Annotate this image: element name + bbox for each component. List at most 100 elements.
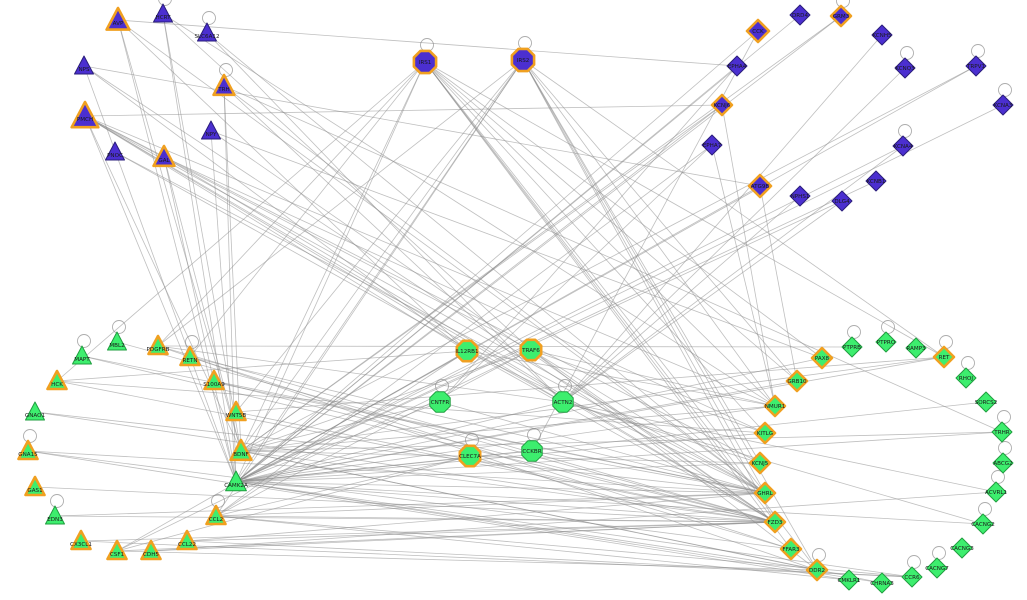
node-CX3CL1[interactable]: CX3CL1	[70, 529, 92, 551]
selfloop-KCNA3	[998, 83, 1012, 97]
node-CMKLR1[interactable]: CMKLR1	[838, 569, 861, 591]
node-TRHR[interactable]: TRHR	[991, 421, 1013, 443]
node-CCK[interactable]: CCK	[745, 18, 771, 44]
triangle-node-shape	[147, 334, 169, 356]
node-CCKBR[interactable]: CCKBR	[521, 440, 543, 462]
triangle-node-shape	[203, 369, 225, 391]
edge-IRS1-GHRL	[424, 61, 766, 494]
node-CCR6[interactable]: CCR6	[901, 566, 923, 588]
node-PMCH[interactable]: PMCH	[70, 100, 100, 129]
edge-CCL2-GHRL	[215, 492, 766, 517]
node-DRD4[interactable]: DRD4	[789, 4, 811, 26]
octagon-node-shape	[519, 338, 543, 362]
diamond-node-shape	[955, 367, 977, 389]
selfloop-MAPT	[77, 334, 91, 348]
node-CACNG2[interactable]: CACNG2	[971, 513, 995, 535]
edge-CSF1-IL12RB1	[116, 350, 468, 552]
edge-CLEC7A-FFAR3	[469, 455, 792, 550]
node-FZD3[interactable]: FZD3	[763, 510, 787, 534]
edge-GNAO1-FZD3	[34, 411, 776, 523]
node-GAS1[interactable]: GAS1	[24, 475, 46, 497]
node-SORCS2[interactable]: SORCS2	[975, 391, 998, 413]
edge-CAMK2A-KCNJ5	[235, 462, 761, 483]
node-KCNA3[interactable]: KCNA3	[992, 94, 1014, 116]
node-GNAO1[interactable]: GNAO1	[25, 401, 46, 421]
node-EDN3[interactable]: EDN3	[45, 505, 65, 525]
node-RAMP3[interactable]: RAMP3	[905, 337, 927, 359]
node-NPHS1[interactable]: NPHS1	[789, 185, 811, 207]
edge-HCRT-NMUR1	[162, 13, 776, 407]
edge-IRS1-DDR2	[424, 61, 818, 571]
node-HCK[interactable]: HCK	[46, 369, 68, 391]
edge-DLG4-ACTN2	[562, 200, 843, 403]
edge-CAMK2A-FZD3	[235, 481, 776, 523]
node-KCNJ5[interactable]: KCNJ5	[748, 451, 772, 475]
diamond-node-shape	[972, 513, 994, 535]
node-PAX8[interactable]: PAX8	[810, 346, 834, 370]
selfloop-CCKBR	[527, 428, 541, 442]
node-CCL2[interactable]: CCL2	[205, 504, 227, 526]
node-ATG9B[interactable]: ATG9B	[747, 173, 773, 199]
edge-IL12RB1-NMUR1	[466, 350, 776, 407]
edge-NPY-PAX8	[210, 130, 823, 359]
edge-NPY-FZD3	[210, 130, 776, 523]
node-TRPV1[interactable]: TRPV1	[965, 55, 987, 77]
node-KCNJ6[interactable]: KCNJ6	[710, 93, 734, 117]
node-TRH[interactable]: TRH	[212, 73, 236, 97]
node-GRB10[interactable]: GRB10	[785, 369, 809, 393]
node-IRS1[interactable]: IRS1	[412, 49, 438, 75]
edge-CAMK2A-CHRNA3	[235, 481, 883, 584]
node-AVP[interactable]: AVP	[105, 6, 131, 31]
edge-ACTN2-ACVRL1	[562, 401, 997, 493]
node-IRS2[interactable]: IRS2	[510, 47, 536, 73]
edge-CAMK2A-CNTFR	[235, 401, 441, 483]
node-CNTFR[interactable]: CNTFR	[429, 391, 451, 413]
node-ABCG2[interactable]: ABCG2	[992, 452, 1014, 474]
node-KCNH5[interactable]: KCNH5	[871, 24, 893, 46]
node-KCNA4[interactable]: KCNA4	[892, 135, 914, 157]
node-TRAF6[interactable]: TRAF6	[519, 338, 543, 362]
node-CACNG7[interactable]: CACNG7	[925, 557, 949, 579]
node-PTPRB[interactable]: PTPRB	[841, 336, 863, 358]
edge-AVP-CAMK2A	[117, 19, 237, 483]
edge-PMCH-TRAF6	[84, 115, 532, 351]
edge-KCNA4-CAMK2A	[235, 145, 904, 483]
node-GRM3[interactable]: GRM3	[829, 4, 853, 28]
node-S100A9[interactable]: S100A9	[203, 369, 225, 391]
node-NPS[interactable]: NPS	[74, 55, 94, 75]
edge-TRAF6-GHRL	[530, 349, 766, 494]
diamond-node-shape	[875, 331, 897, 353]
node-PTPRO[interactable]: PTPRO	[875, 331, 897, 353]
node-GNA15[interactable]: GNA15	[17, 439, 39, 461]
node-RET[interactable]: RET	[932, 345, 956, 369]
node-KCNB1[interactable]: KCNB1	[865, 170, 887, 192]
edge-CAMK2A-CCR6	[235, 481, 913, 578]
edge-TRAF6-FZD3	[530, 349, 776, 523]
node-RHOJ[interactable]: RHOJ	[955, 367, 977, 389]
octagon-node-shape	[455, 339, 479, 363]
node-ACTN2[interactable]: ACTN2	[552, 391, 574, 413]
node-PDGFRB[interactable]: PDGFRB	[147, 334, 170, 356]
node-CLEC7A[interactable]: CLEC7A	[458, 444, 482, 468]
selfloop-GNA15	[23, 429, 37, 443]
node-PNOC[interactable]: PNOC	[105, 141, 125, 161]
edge-CAMK2A-TRHR	[235, 431, 1003, 483]
node-HCRT[interactable]: HCRT	[153, 3, 173, 23]
node-FFAR3[interactable]: FFAR3	[779, 537, 803, 561]
triangle-node-shape	[152, 144, 176, 168]
node-CSF1[interactable]: CSF1	[106, 539, 128, 561]
edges-layer	[27, 13, 1004, 584]
node-MAPT[interactable]: MAPT	[72, 345, 92, 365]
edge-PNOC-ACTN2	[114, 151, 564, 403]
edge-AVP-BDNF	[117, 19, 242, 452]
node-IL12RB1[interactable]: IL12RB1	[455, 339, 479, 363]
node-CACNG3[interactable]: CACNG3	[950, 537, 974, 559]
edge-BDNF-CHRNA3	[240, 450, 883, 584]
edge-WNT5B-RET	[235, 356, 945, 413]
node-NPY[interactable]: NPY	[201, 120, 221, 140]
node-ACVRL1[interactable]: ACVRL1	[985, 481, 1007, 503]
edge-IRS2-RET	[522, 59, 945, 358]
edge-IRS1-HCK	[56, 61, 426, 382]
